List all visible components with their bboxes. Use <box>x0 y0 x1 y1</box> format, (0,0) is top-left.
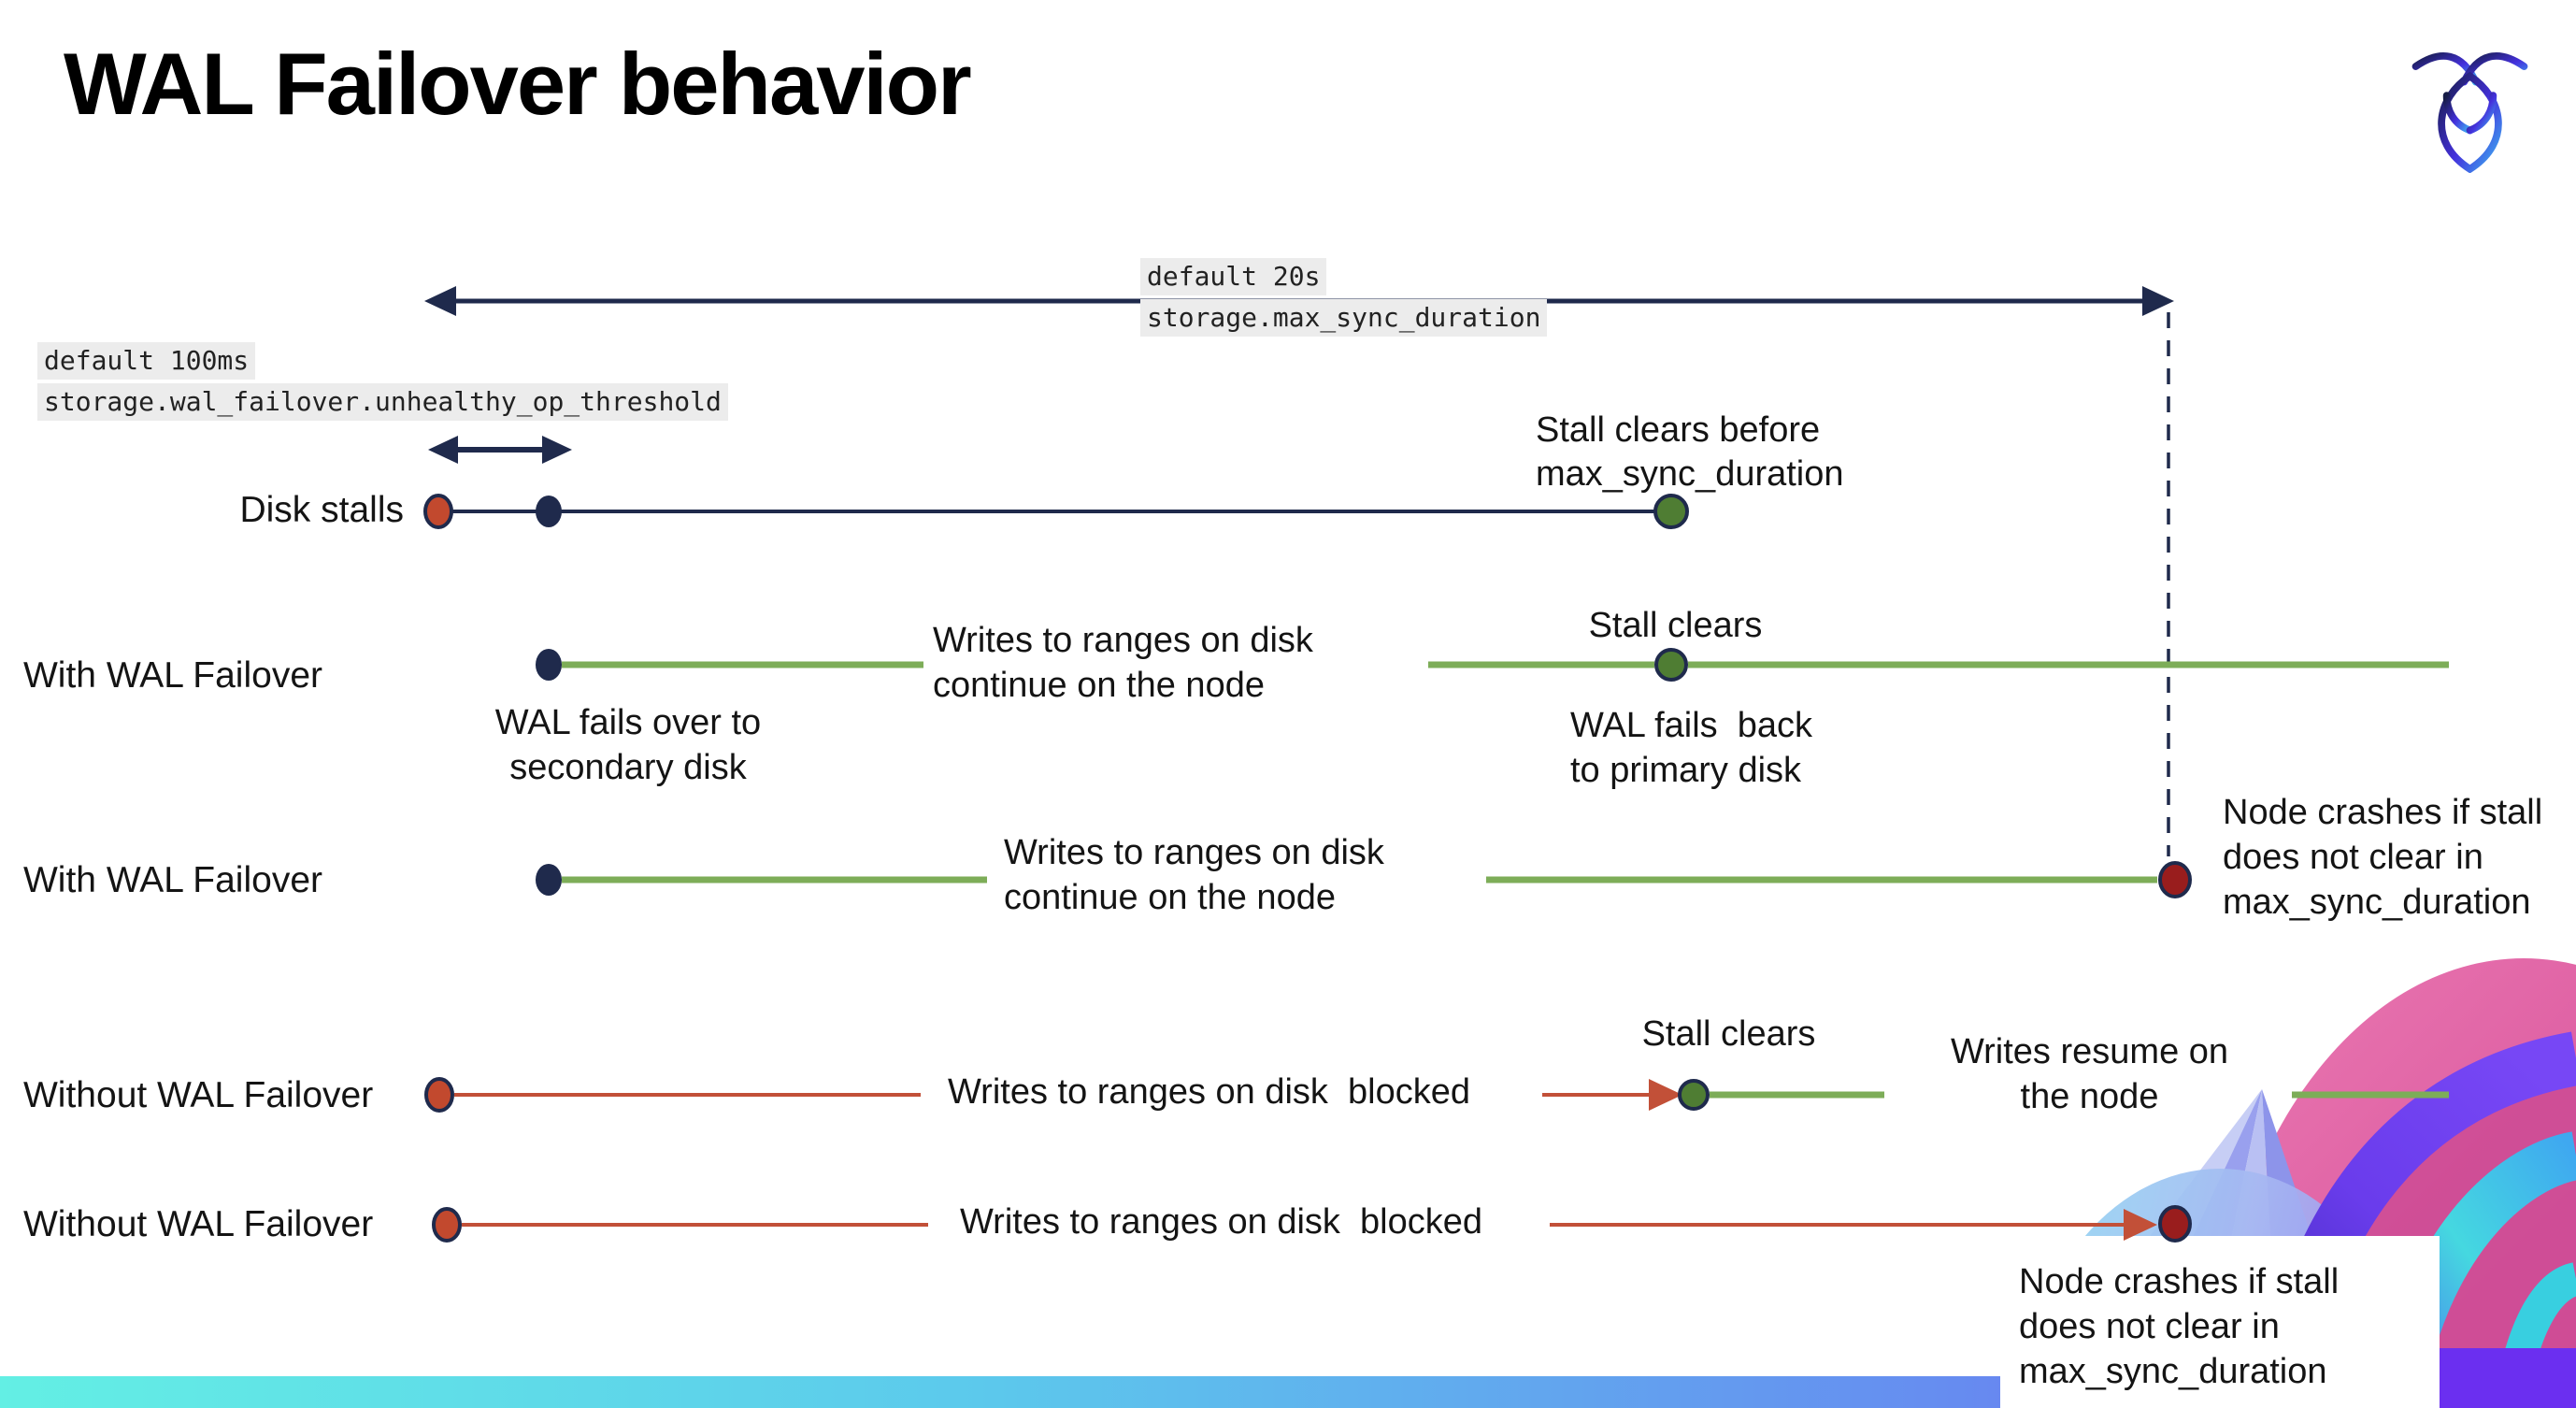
row2-failover-dot <box>536 649 562 681</box>
row3-crash-dot <box>2158 861 2192 898</box>
row2-stall-clears-dot <box>1654 648 1688 682</box>
max-sync-setting-label: storage.max_sync_duration <box>1140 299 1548 337</box>
row2-failback-note: WAL fails back to primary disk <box>1570 706 1813 790</box>
crash-note-background-box <box>2000 1236 2440 1408</box>
row1-stall-clears-note: Stall clears before max_sync_duration <box>1536 410 1844 494</box>
row3-label: With WAL Failover <box>23 860 322 900</box>
row3-failover-dot <box>536 864 562 896</box>
row5-label: Without WAL Failover <box>23 1204 374 1244</box>
unhealthy-op-threshold-arrow <box>428 436 572 464</box>
row1-threshold-dot <box>536 496 562 527</box>
row3-writes-note: Writes to ranges on disk continue on the… <box>1004 833 1384 917</box>
row3-crash-note: Node crashes if stall does not clear in … <box>2223 793 2543 922</box>
row4-stall-clears-dot <box>1678 1079 1710 1111</box>
row5-writes-note: Writes to ranges on disk blocked <box>960 1202 1483 1242</box>
row4-stall-clears-label: Stall clears <box>1641 1014 1816 1054</box>
row1-stall-start-dot <box>423 494 453 529</box>
row2-failover-note: WAL fails over to secondary disk <box>494 703 762 787</box>
row1-stall-clears-dot <box>1653 494 1689 529</box>
row5-stall-start-dot <box>432 1207 462 1243</box>
row4-resume-note: Writes resume on the node <box>1950 1032 2229 1116</box>
row5-red-arrowhead <box>2124 1209 2157 1241</box>
row5-crash-dot <box>2158 1205 2192 1243</box>
row2-label: With WAL Failover <box>23 655 322 696</box>
cockroachdb-logo-icon <box>2411 52 2528 173</box>
row4-red-arrowhead <box>1649 1079 1682 1111</box>
threshold-setting-label: storage.wal_failover.unhealthy_op_thresh… <box>37 383 728 421</box>
page-title: WAL Failover behavior <box>64 35 972 133</box>
row4-stall-start-dot <box>424 1077 454 1113</box>
row2-stall-clears-label: Stall clears <box>1588 606 1763 645</box>
row1-label: Disk stalls <box>239 490 404 530</box>
max-sync-default-label: default 20s <box>1140 258 1327 295</box>
row4-label: Without WAL Failover <box>23 1075 374 1115</box>
row4-writes-note: Writes to ranges on disk blocked <box>948 1072 1471 1112</box>
row2-writes-note: Writes to ranges on disk continue on the… <box>933 621 1313 705</box>
threshold-default-label: default 100ms <box>37 342 256 380</box>
row5-crash-note: Node crashes if stall does not clear in … <box>2019 1262 2340 1391</box>
